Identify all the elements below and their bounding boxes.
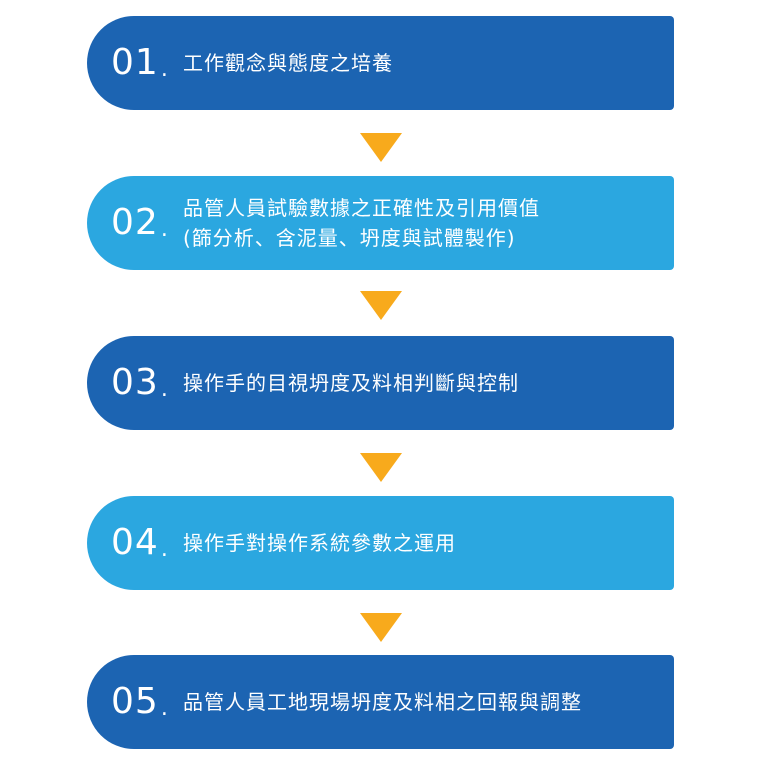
step-4-line-1: 操作手對操作系統參數之運用 (183, 531, 456, 555)
step-1: 01 . 工作觀念與態度之培養 (87, 16, 674, 110)
step-4-text: 操作手對操作系統參數之運用 (183, 528, 456, 558)
step-3-number-group: 03 . (111, 365, 183, 401)
step-2-line-2: (篩分析、含泥量、坍度與試體製作) (183, 226, 516, 250)
step-4-number-group: 04 . (111, 525, 183, 561)
step-5-text: 品管人員工地現場坍度及料相之回報與調整 (183, 687, 582, 717)
down-arrow-icon (360, 291, 402, 320)
step-5-number: 05 (111, 681, 159, 722)
step-3-line-1: 操作手的目視坍度及料相判斷與控制 (183, 371, 519, 395)
step-5: 05 . 品管人員工地現場坍度及料相之回報與調整 (87, 655, 674, 749)
step-3: 03 . 操作手的目視坍度及料相判斷與控制 (87, 336, 674, 430)
step-3-number: 03 (111, 362, 159, 403)
step-5-dot: . (160, 696, 168, 721)
step-2-number: 02 (111, 202, 159, 243)
step-3-text: 操作手的目視坍度及料相判斷與控制 (183, 368, 519, 398)
step-3-dot: . (160, 377, 168, 402)
step-4: 04 . 操作手對操作系統參數之運用 (87, 496, 674, 590)
step-5-number-group: 05 . (111, 684, 183, 720)
step-2-number-group: 02 . (111, 205, 183, 241)
step-1-line-1: 工作觀念與態度之培養 (183, 51, 393, 75)
down-arrow-icon (360, 613, 402, 642)
step-2-dot: . (160, 217, 168, 242)
step-5-line-1: 品管人員工地現場坍度及料相之回報與調整 (183, 690, 582, 714)
step-2: 02 . 品管人員試驗數據之正確性及引用價值 (篩分析、含泥量、坍度與試體製作) (87, 176, 674, 270)
step-1-number: 01 (111, 42, 159, 83)
step-4-number: 04 (111, 522, 159, 563)
down-arrow-icon (360, 133, 402, 162)
step-1-number-group: 01 . (111, 45, 183, 81)
step-4-dot: . (160, 537, 168, 562)
step-2-text: 品管人員試驗數據之正確性及引用價值 (篩分析、含泥量、坍度與試體製作) (183, 193, 540, 253)
step-1-dot: . (160, 57, 168, 82)
step-2-line-1: 品管人員試驗數據之正確性及引用價值 (183, 196, 540, 220)
down-arrow-icon (360, 453, 402, 482)
step-1-text: 工作觀念與態度之培養 (183, 48, 393, 78)
